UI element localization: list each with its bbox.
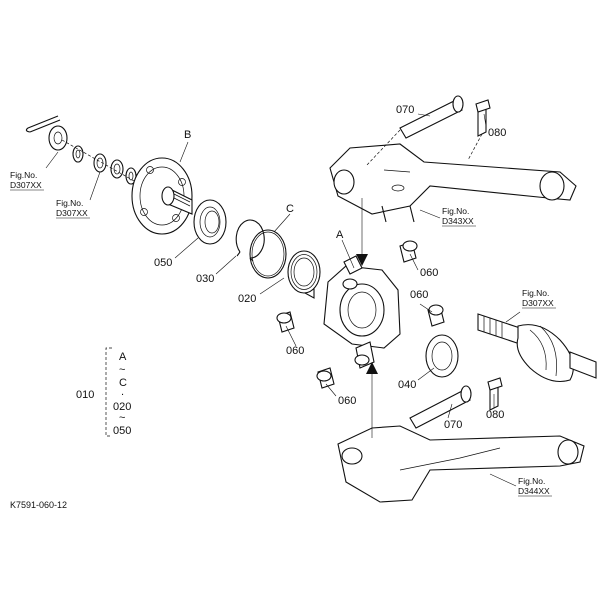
callout-080-bottom: 080 <box>486 409 504 421</box>
bolt-080-top <box>475 99 491 137</box>
ring-c <box>249 229 287 279</box>
ref-letter-c: C <box>286 203 294 215</box>
bushing-060-mid-right <box>427 304 445 327</box>
svg-text:.: . <box>121 386 124 398</box>
fig-ref-left-2: Fig.No. D307XX <box>56 198 90 219</box>
bushing-060-left <box>276 311 295 333</box>
pivot-pin-070-bottom <box>409 385 472 429</box>
callout-050: 050 <box>154 257 172 269</box>
cotter-pin <box>25 115 61 133</box>
arrow-head-down <box>356 254 368 266</box>
svg-text:D307XX: D307XX <box>56 208 88 218</box>
callout-070-bottom: 070 <box>444 419 462 431</box>
wheel-hub <box>131 157 193 235</box>
svg-text:A: A <box>119 351 127 363</box>
callout-060-lower: 060 <box>338 395 356 407</box>
range-bracket: A ~ C . 020 ~ 050 <box>105 347 131 437</box>
upper-arm <box>329 143 577 215</box>
oil-seal-050 <box>193 199 227 245</box>
svg-text:050: 050 <box>113 425 131 437</box>
knuckle-housing <box>323 255 401 369</box>
arrow-head-up <box>366 362 378 374</box>
fig-ref-left-1: Fig.No. D307XX <box>10 170 44 191</box>
washer-1 <box>72 145 84 163</box>
fig-ref-mid: Fig.No. D343XX <box>442 206 476 227</box>
svg-text:~: ~ <box>119 412 125 424</box>
svg-text:Fig.No.: Fig.No. <box>522 288 549 298</box>
callout-060-mid-right: 060 <box>410 289 428 301</box>
callout-070-top: 070 <box>396 104 414 116</box>
svg-text:C: C <box>119 377 127 389</box>
svg-text:Fig.No.: Fig.No. <box>10 170 37 180</box>
callout-030: 030 <box>196 273 214 285</box>
clip <box>381 205 415 223</box>
bushing-060-upper-right <box>399 240 418 263</box>
washer-3 <box>110 159 124 179</box>
svg-text:D343XX: D343XX <box>442 216 474 226</box>
bushing-060-lower <box>316 367 335 389</box>
fig-ref-bottom: Fig.No. D344XX <box>518 476 552 497</box>
washer-2 <box>93 153 107 173</box>
callout-080-top: 080 <box>488 127 506 139</box>
ref-letter-b: B <box>184 129 191 141</box>
callout-060-left: 060 <box>286 345 304 357</box>
svg-text:Fig.No.: Fig.No. <box>518 476 545 486</box>
ref-letter-a: A <box>336 229 344 241</box>
callout-040: 040 <box>398 379 416 391</box>
svg-text:Fig.No.: Fig.No. <box>442 206 469 216</box>
seal-040 <box>425 334 459 378</box>
svg-text:D344XX: D344XX <box>518 486 550 496</box>
castle-nut <box>48 125 68 151</box>
svg-text:D307XX: D307XX <box>10 180 42 190</box>
washer-4 <box>125 167 137 185</box>
callout-010: 010 <box>76 389 94 401</box>
svg-text:D307XX: D307XX <box>522 298 554 308</box>
figure-code: K7591-060-12 <box>10 500 67 510</box>
pivot-pin-070-top <box>399 95 464 139</box>
callout-020: 020 <box>238 293 256 305</box>
svg-text:Fig.No.: Fig.No. <box>56 198 83 208</box>
svg-text:~: ~ <box>119 364 125 376</box>
fig-ref-right: Fig.No. D307XX <box>522 288 556 309</box>
drive-shaft <box>477 313 597 383</box>
lower-arm <box>337 425 585 503</box>
bolt-080-bottom <box>487 377 503 411</box>
ball-bearing-020 <box>287 250 321 299</box>
callout-060-upper-right: 060 <box>420 267 438 279</box>
svg-text:020: 020 <box>113 401 131 413</box>
